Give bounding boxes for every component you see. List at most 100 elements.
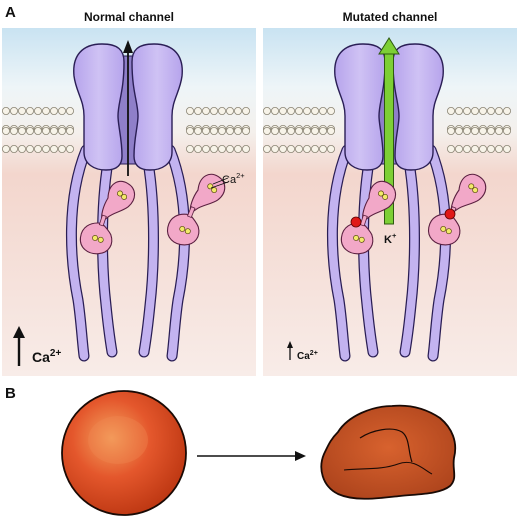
lipid-head [233,107,242,116]
lipid-head [326,127,335,136]
shrunken-red-blood-cell [320,404,457,500]
svg-text:Ca2+: Ca2+ [32,348,61,365]
lipid-head [478,107,487,116]
lipid-head [478,144,487,153]
lipid-head [217,127,226,136]
lipid-head [25,107,34,116]
lipid-head [209,127,218,136]
large-ca-arrow: Ca2+ [13,326,61,366]
lipid-head [201,127,210,136]
lipid-head [494,107,503,116]
lipid-heads [2,107,511,153]
lipid-head [185,127,194,136]
lipid-head [486,107,495,116]
lipid-head [310,107,319,116]
lipid-head [454,107,463,116]
lipid-head [302,144,311,153]
lipid-head [454,127,463,136]
panel-a-letter: A [5,4,16,21]
ca-label: Ca2+ [222,171,245,186]
lipid-head [42,144,51,153]
lipid-head [302,127,311,136]
lipid-head [25,127,34,136]
lipid-head [270,107,279,116]
k-label: K+ [384,231,397,246]
lipid-head [302,107,311,116]
lipid-head [454,144,463,153]
mutated-channel-title: Mutated channel [342,10,438,24]
normal-channel-title: Normal channel [83,10,175,24]
lipid-head [294,127,303,136]
lipid-head [462,144,471,153]
lipid-head [17,107,26,116]
lipid-head [17,144,26,153]
lipid-head [318,127,327,136]
lipid-head [310,144,319,153]
panel-b-letter: B [5,385,16,402]
lipid-head [262,107,271,116]
lipid-head [201,107,210,116]
lipid-head [225,127,234,136]
lipid-head [9,144,18,153]
lipid-head [34,127,43,136]
lipid-head [17,127,26,136]
lipid-head [2,107,10,116]
lipid-head [241,144,250,153]
svg-text:Ca2+: Ca2+ [297,350,318,362]
mutation-site-left [350,216,362,228]
lipid-head [241,107,250,116]
lipid-head [2,144,10,153]
lipid-head [9,107,18,116]
lipid-head [66,144,75,153]
lipid-head [225,107,234,116]
lipid-head [486,127,495,136]
lipid-head [494,127,503,136]
lipid-head [470,107,479,116]
lipid-head [326,107,335,116]
lipid-head [470,127,479,136]
lipid-head [34,107,43,116]
lipid-head [193,107,202,116]
lipid-head [286,107,295,116]
lipid-head [278,127,287,136]
lipid-head [58,144,67,153]
lipid-head [286,144,295,153]
lipid-head [262,144,271,153]
lipid-head [502,127,511,136]
lipid-head [470,144,479,153]
lipid-head [34,144,43,153]
lipid-head [241,127,250,136]
normal-channel: Ca2+ [71,40,245,356]
lipid-head [270,144,279,153]
lipid-head [462,127,471,136]
mutation-site-right [444,208,456,220]
lipid-head [233,127,242,136]
lipid-head [262,127,271,136]
lipid-head [326,144,335,153]
lipid-head [66,127,75,136]
lipid-head [446,107,455,116]
lipid-head [233,144,242,153]
lipid-head [66,107,75,116]
lipid-head [446,144,455,153]
lipid-head [225,144,234,153]
lipid-head [478,127,487,136]
lipid-head [310,127,319,136]
lipid-head [286,127,295,136]
small-ca-arrow: Ca2+ [287,341,318,362]
lipid-head [486,144,495,153]
lipid-head [270,127,279,136]
lipid-head [50,127,59,136]
lipid-head [42,127,51,136]
lipid-head [193,144,202,153]
normal-red-blood-cell [61,390,187,516]
lipid-head [50,144,59,153]
lipid-head [42,107,51,116]
mutated-channel: K+ [332,37,491,356]
lipid-head [318,107,327,116]
lipid-head [278,144,287,153]
lipid-head [494,144,503,153]
lipid-head [25,144,34,153]
lipid-head [58,107,67,116]
